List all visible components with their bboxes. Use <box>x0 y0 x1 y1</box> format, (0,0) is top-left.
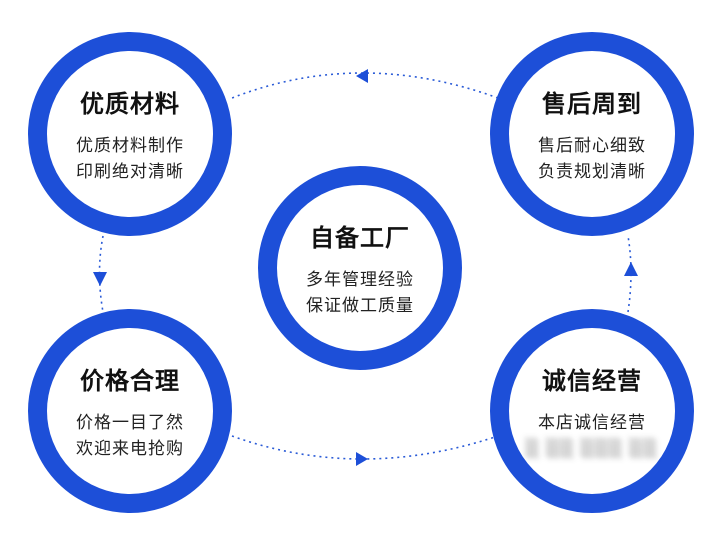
arrow-down-icon <box>93 272 107 286</box>
node-line: 负责规划清晰 <box>538 161 646 182</box>
node-line: 多年管理经验 <box>306 269 414 290</box>
arrow-right-icon <box>356 452 368 466</box>
node-after-sales: 售后周到 售后耐心细致 负责规划清晰 <box>490 32 694 236</box>
connector-right <box>627 235 632 313</box>
node-title: 价格合理 <box>80 365 180 395</box>
connector-bottom <box>231 435 499 460</box>
node-line: 欢迎来电抢购 <box>76 438 184 459</box>
node-title: 优质材料 <box>80 88 180 118</box>
node-line-blurred: ░ ░░ ░░░ ░░ <box>526 438 658 459</box>
node-line: 印刷绝对清晰 <box>76 161 184 182</box>
node-title: 自备工厂 <box>310 222 410 252</box>
node-fair-price: 价格合理 价格一目了然 欢迎来电抢购 <box>28 309 232 513</box>
node-title: 诚信经营 <box>542 365 642 395</box>
node-line: 价格一目了然 <box>76 412 184 433</box>
arrow-up-icon <box>624 262 638 276</box>
node-quality-materials: 优质材料 优质材料制作 印刷绝对清晰 <box>28 32 232 236</box>
node-honest-business: 诚信经营 本店诚信经营 ░ ░░ ░░░ ░░ <box>490 309 694 513</box>
node-line: 保证做工质量 <box>306 295 414 316</box>
node-line: 售后耐心细致 <box>538 135 646 156</box>
node-line: 优质材料制作 <box>76 135 184 156</box>
arrow-left-icon <box>356 69 368 83</box>
node-title: 售后周到 <box>542 88 642 118</box>
node-own-factory: 自备工厂 多年管理经验 保证做工质量 <box>258 166 462 370</box>
node-line: 本店诚信经营 <box>538 412 646 433</box>
